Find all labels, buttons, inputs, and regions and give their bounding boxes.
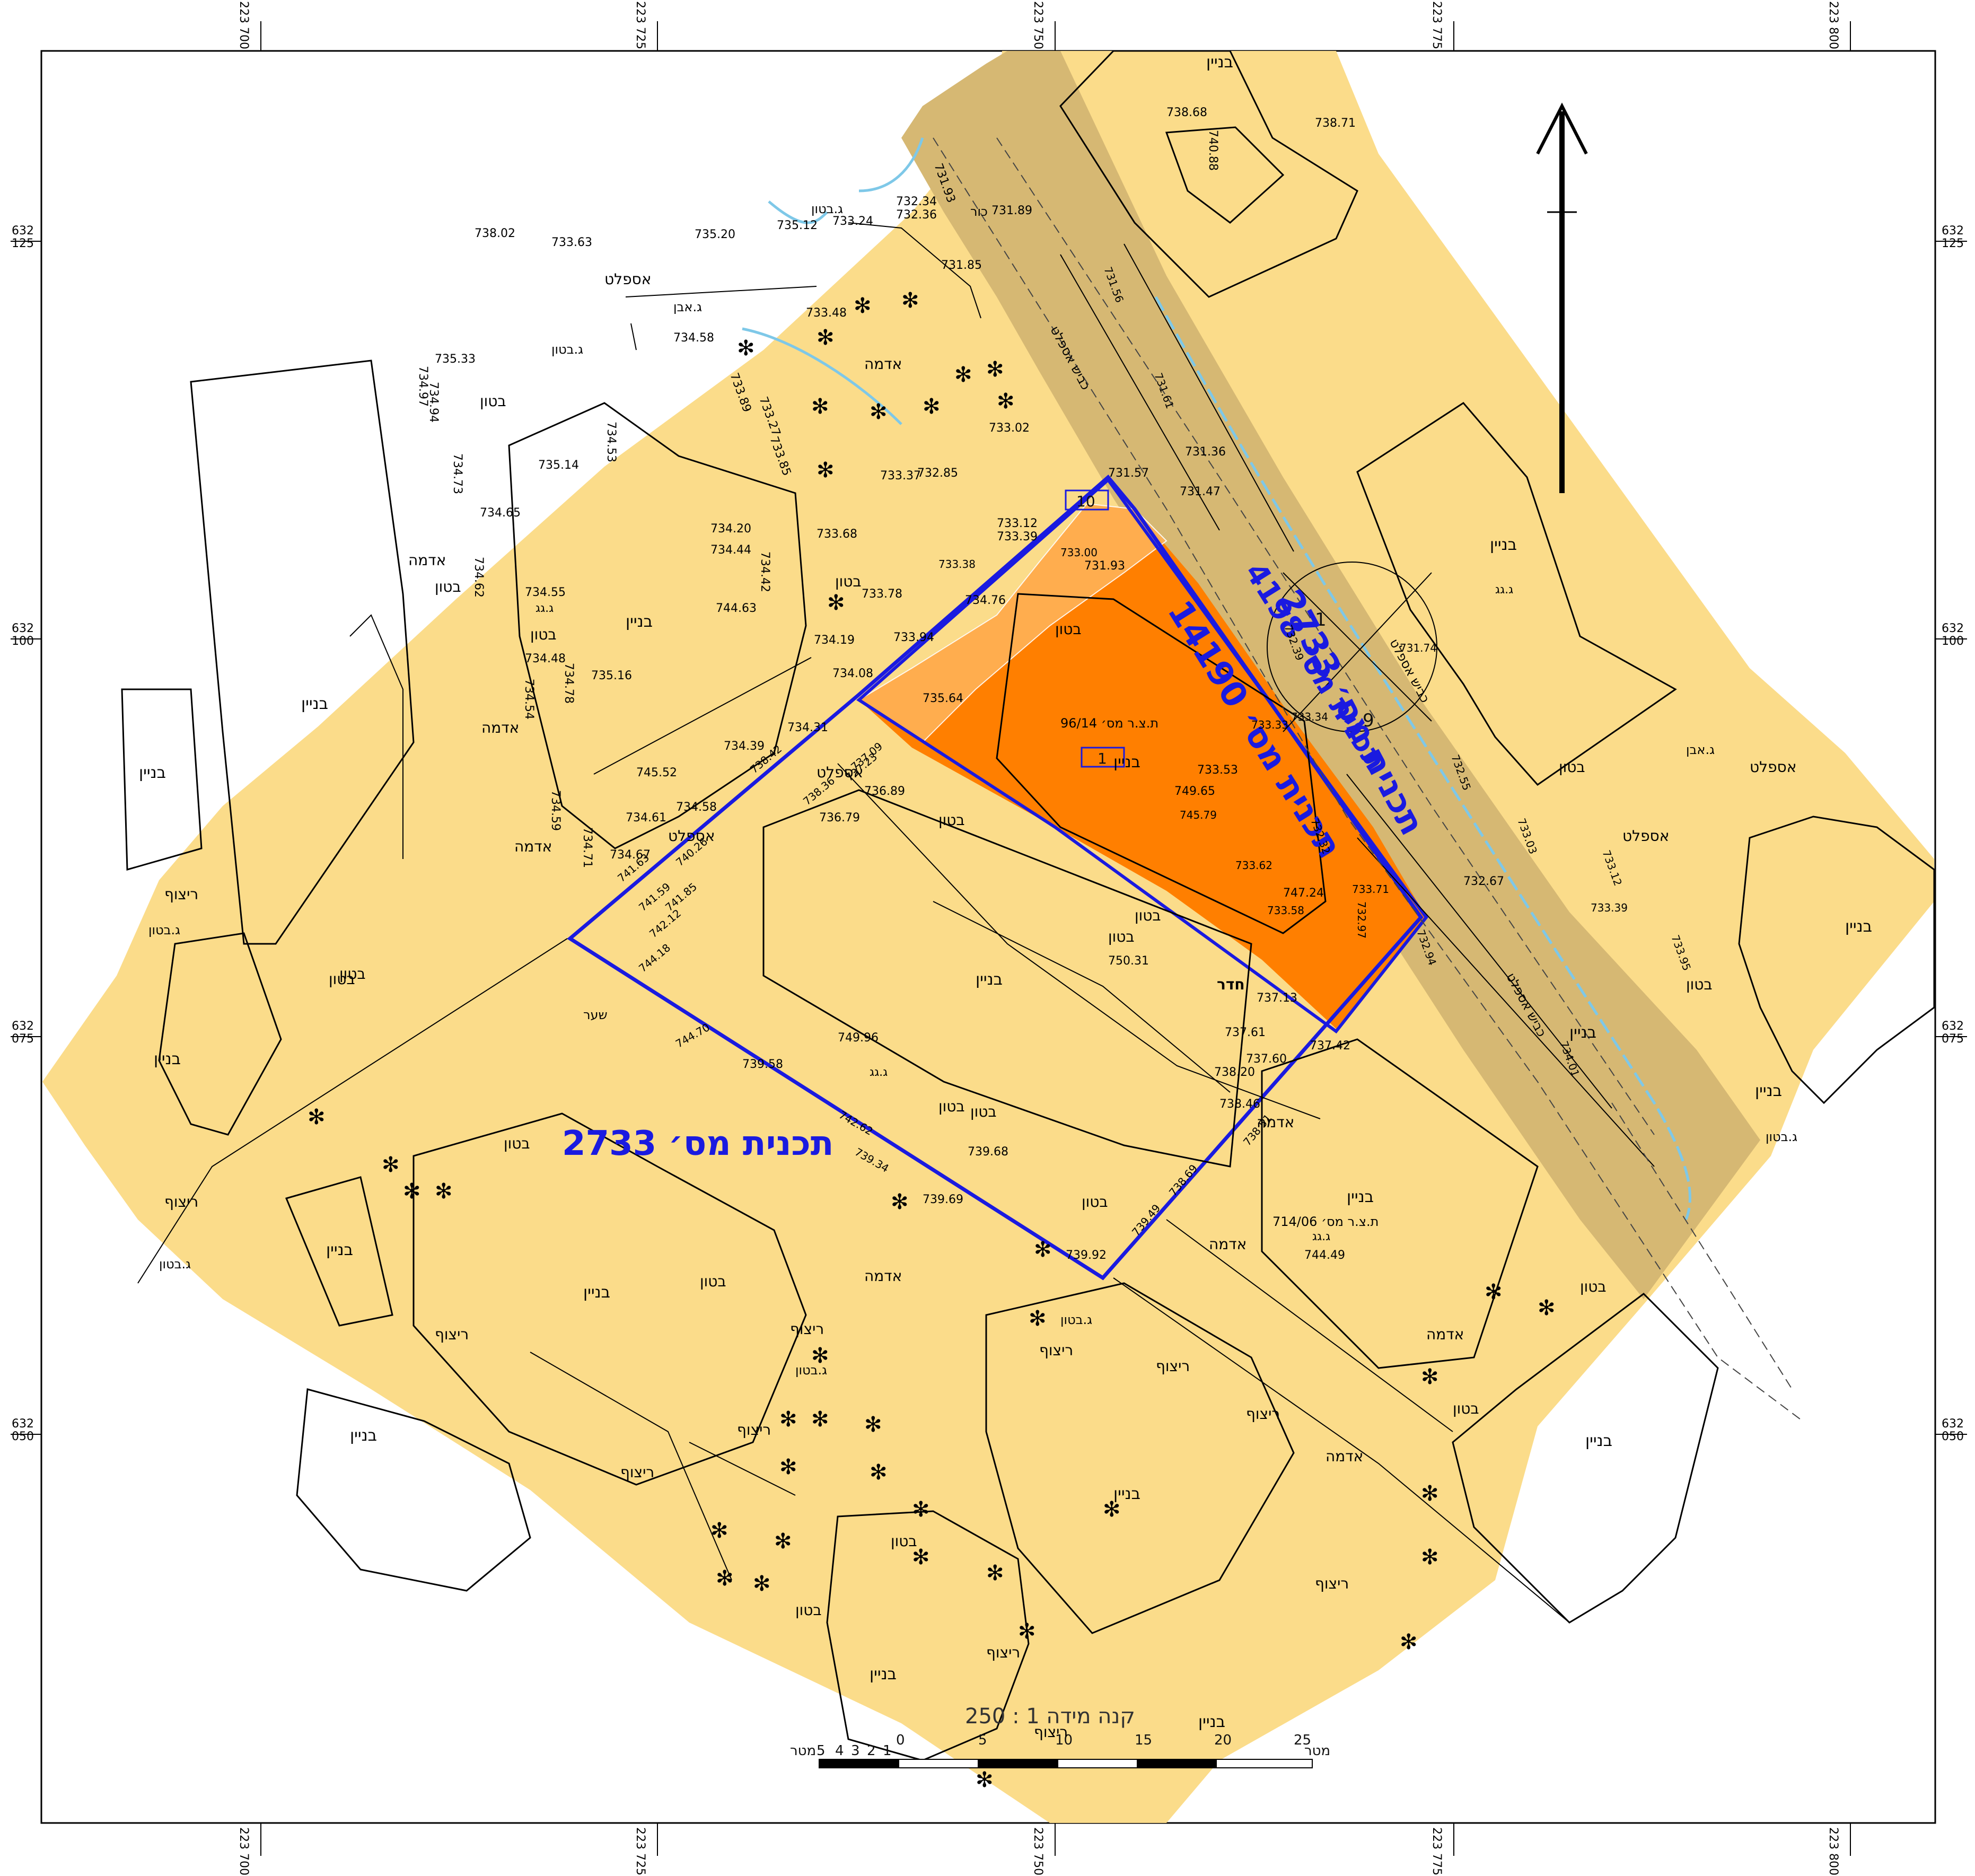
svg-text:✻: ✻ [912,1545,930,1570]
scale-tick-3: 3 [851,1743,860,1759]
parcel-10-box [1065,489,1109,511]
svg-text:✻: ✻ [1485,1280,1503,1304]
water-line [1154,296,1691,1220]
scale-tick-1: 1 [883,1743,892,1759]
parcel-1-box [1081,747,1125,768]
svg-text:✻: ✻ [901,288,919,313]
scale-tick-15: 15 [1135,1732,1152,1748]
tree-icons: ✻✻✻ ✻✻✻ ✻✻✻ ✻✻✻ ✻✻✻ ✻✻✻ ✻✻✻ ✻✻✻ ✻✻✻ ✻✻✻ … [308,288,1556,1792]
parcel-9: 9 [1363,710,1374,731]
svg-text:✻: ✻ [986,357,1004,382]
north-arrow-icon [1536,102,1588,493]
svg-text:✻: ✻ [827,591,845,615]
svg-text:✻: ✻ [753,1572,771,1596]
svg-text:✻: ✻ [997,389,1015,414]
scale-tick-0: 0 [896,1732,905,1748]
plan-area-2733 [42,51,1934,1823]
scale-unit-right: מטר [1304,1743,1330,1759]
svg-text:✻: ✻ [435,1179,453,1204]
svg-text:✻: ✻ [864,1413,882,1437]
svg-text:✻: ✻ [382,1153,400,1177]
scale-ticks: 5 4 3 2 1 0 5 10 15 20 25 [817,1732,1311,1759]
dashed-utility-lines [933,137,1803,1422]
water-line-2 [742,137,924,425]
svg-text:✻: ✻ [1400,1630,1418,1654]
fence-lines [137,222,1655,1623]
svg-text:✻: ✻ [811,1407,829,1432]
svg-text:✻: ✻ [1421,1481,1439,1506]
svg-text:✻: ✻ [710,1519,728,1543]
svg-text:✻: ✻ [779,1455,797,1479]
scale-tick-10: 10 [1055,1732,1073,1748]
scale-tick-5: 5 [978,1732,987,1748]
parcel-circle [1267,562,1437,732]
scale-tick-25: 25 [1294,1732,1311,1748]
parcel-1: 1 [1315,609,1327,630]
svg-text:✻: ✻ [1421,1545,1439,1570]
svg-text:✻: ✻ [1103,1497,1121,1522]
svg-text:✻: ✻ [1538,1296,1556,1320]
svg-text:✻: ✻ [811,1344,829,1368]
svg-text:✻: ✻ [923,395,941,419]
svg-text:✻: ✻ [811,395,829,419]
svg-text:✻: ✻ [912,1497,930,1522]
plan-border-2733 [567,475,1424,1281]
svg-text:✻: ✻ [1034,1238,1052,1262]
svg-text:✻: ✻ [954,363,972,387]
road-area [901,51,1760,1299]
svg-text:✻: ✻ [870,400,888,424]
scale-title: קנה מידה 1 : 250 [965,1704,1135,1729]
grid-ticks [11,21,1967,1856]
svg-text:✻: ✻ [817,326,835,350]
svg-text:✻: ✻ [976,1768,994,1792]
parcel-cross [1283,572,1432,732]
svg-text:✻: ✻ [1029,1307,1047,1331]
svg-text:✻: ✻ [870,1460,888,1485]
svg-text:✻: ✻ [774,1529,792,1554]
scale-tick-4: 4 [835,1743,844,1759]
scale-tick-5l: 5 [817,1743,826,1759]
svg-text:✻: ✻ [854,294,872,318]
plan-border-14190 [856,477,1428,1034]
svg-text:✻: ✻ [986,1561,1004,1585]
hatched-strip [858,503,1168,743]
parcel-1-label: 1 [1098,750,1107,767]
svg-text:✻: ✻ [716,1566,734,1591]
scale-tick-2: 2 [867,1743,876,1759]
scale-tick-20: 20 [1214,1732,1232,1748]
svg-text:✻: ✻ [779,1407,797,1432]
scale-unit-left: מטר [790,1743,816,1759]
svg-text:✻: ✻ [1018,1619,1036,1644]
svg-text:✻: ✻ [308,1105,326,1129]
building-outlines [121,50,1935,1761]
svg-text:✻: ✻ [737,336,755,361]
svg-text:✻: ✻ [817,458,835,483]
svg-text:✻: ✻ [1421,1365,1439,1389]
parcel-10: 10 [1076,493,1095,510]
svg-text:✻: ✻ [891,1190,909,1214]
scale-bar [819,1759,1313,1768]
svg-text:✻: ✻ [403,1179,421,1204]
